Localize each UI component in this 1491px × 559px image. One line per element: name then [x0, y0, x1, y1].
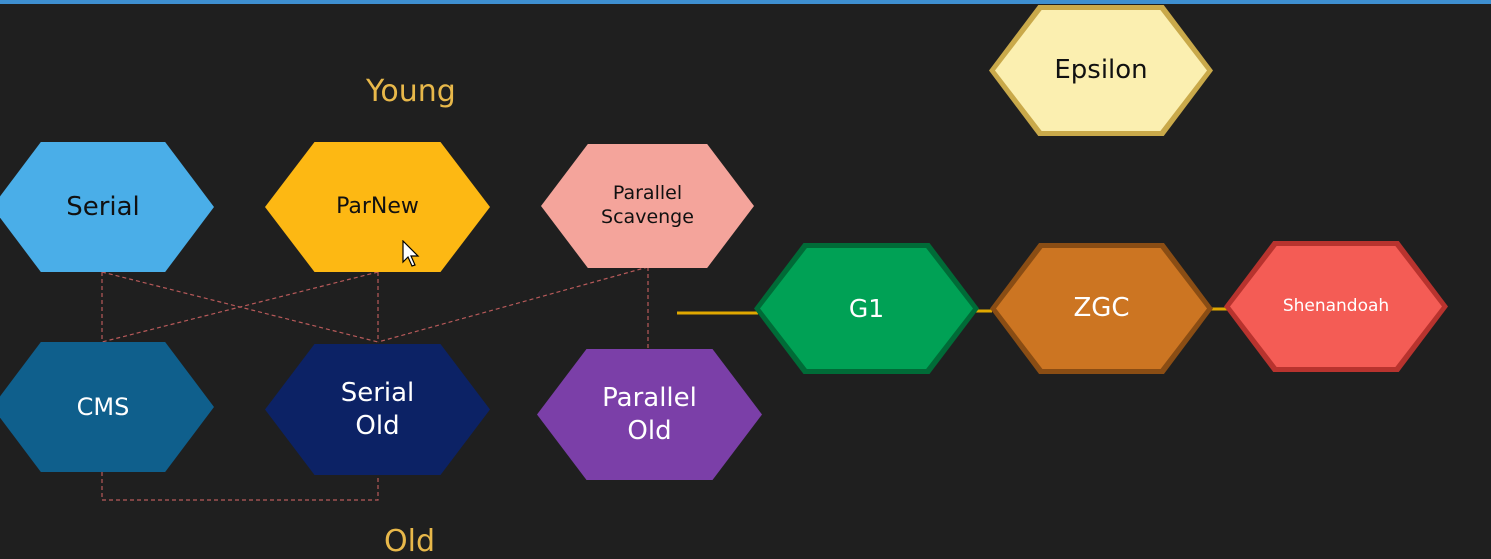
- young-generation-label: Young: [366, 74, 456, 109]
- parnew-label: ParNew: [336, 194, 419, 220]
- epsilon-label: Epsilon: [1054, 55, 1148, 86]
- link-cms-serialold: [101, 472, 379, 501]
- zgc-label: ZGC: [1073, 293, 1130, 324]
- serial-old-label: Serial Old: [340, 378, 415, 441]
- shenandoah-collector: Shenandoah: [1224, 241, 1448, 372]
- parallel-old-collector: Parallel Old: [537, 349, 762, 480]
- shenandoah-face: Shenandoah: [1230, 246, 1442, 367]
- connector-layer: [101, 266, 1228, 501]
- top-border: [0, 0, 1491, 4]
- g1-label: G1: [848, 293, 885, 323]
- zgc-face: ZGC: [996, 248, 1207, 369]
- serial-label: Serial: [66, 191, 140, 222]
- parnew-collector: ParNew: [265, 142, 490, 272]
- parallel-scavenge-collector: Parallel Scavenge: [541, 144, 754, 268]
- zgc-collector: ZGC: [990, 243, 1213, 374]
- link-parnew-cms: [101, 271, 379, 343]
- epsilon-face: Epsilon: [995, 10, 1207, 131]
- serial-collector: Serial: [0, 142, 214, 272]
- cms-collector: CMS: [0, 342, 214, 472]
- serial-old-collector: Serial Old: [265, 344, 490, 475]
- cms-label: CMS: [76, 393, 130, 421]
- g1-face: G1: [760, 248, 973, 369]
- g1-collector: G1: [754, 243, 979, 374]
- mouse-cursor-icon: [402, 240, 420, 267]
- epsilon-collector: Epsilon: [989, 5, 1213, 136]
- old-generation-label: Old: [384, 524, 435, 559]
- link-pscavenge-serialold: [377, 266, 649, 343]
- parallel-scavenge-label: Parallel Scavenge: [601, 182, 694, 228]
- parallel-old-label: Parallel Old: [602, 383, 697, 446]
- shenandoah-label: Shenandoah: [1282, 295, 1390, 316]
